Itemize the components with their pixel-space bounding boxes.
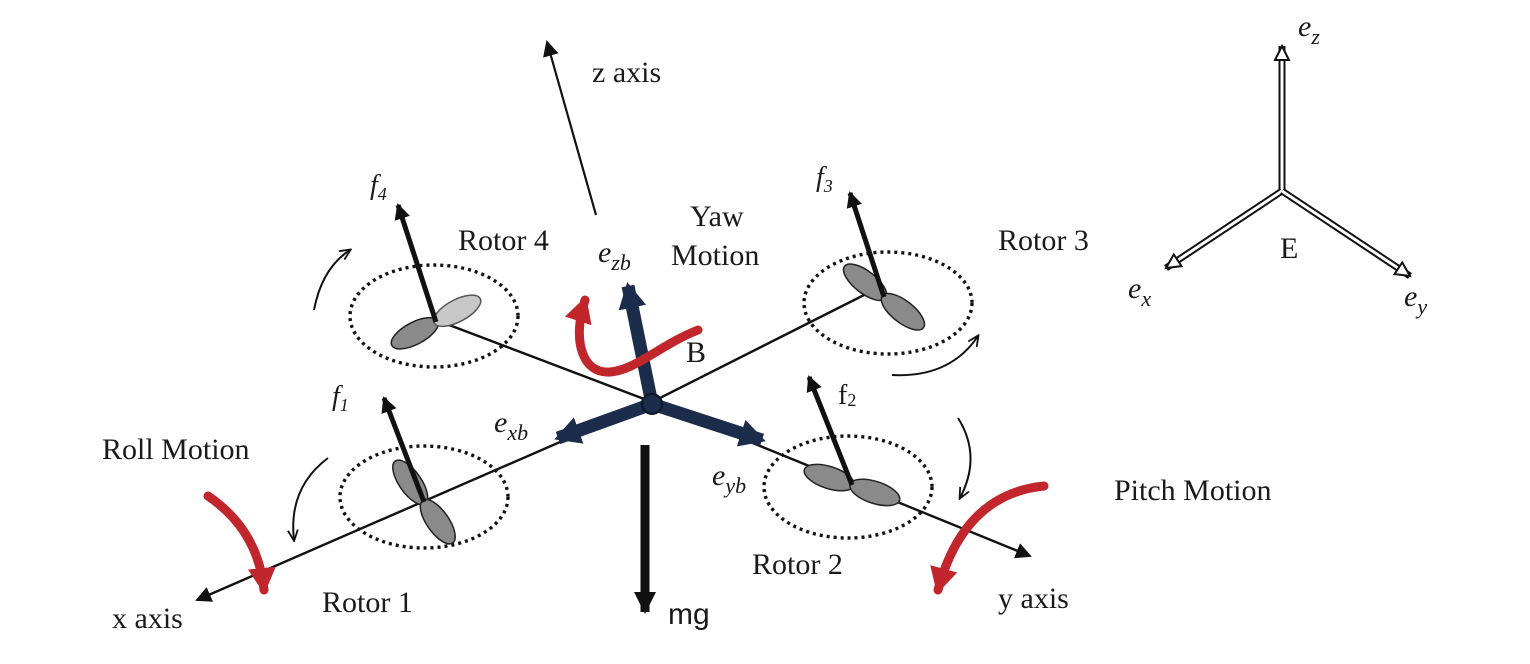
earth-axis-ez-label: ez — [1298, 10, 1320, 49]
body-axis-eyb-arrow — [649, 397, 766, 447]
force-f2-label: f2 — [838, 380, 856, 411]
x-axis-label: x axis — [112, 602, 183, 635]
y-axis-label: y axis — [998, 582, 1069, 615]
rotor-2-spin-arrow — [957, 417, 972, 498]
roll-motion-arrow — [203, 491, 276, 595]
pitch-motion-label: Pitch Motion — [1114, 474, 1272, 507]
rotor-2-propeller — [803, 463, 901, 507]
body-origin-label: B — [686, 336, 706, 369]
body-axis-ezb-arrow — [618, 282, 659, 406]
force-f1-arrow — [381, 396, 427, 503]
roll-motion-label: Roll Motion — [102, 433, 250, 466]
body-axis-ezb-label: ezb — [598, 236, 631, 275]
yaw-motion-label-line2: Motion — [671, 239, 759, 272]
force-f4-arrow — [394, 203, 439, 323]
rotor-1-spin-arrow — [293, 457, 329, 540]
rotor-3-label: Rotor 3 — [998, 224, 1089, 257]
force-f4-label: f4 — [370, 170, 387, 204]
rotor-4-propeller — [390, 294, 482, 350]
rotor-2-disc — [762, 434, 934, 540]
force-f2-arrow — [806, 375, 855, 486]
earth-axis-ey-label: ey — [1404, 280, 1427, 319]
frame-arm-rotor3 — [651, 290, 871, 404]
yaw-motion-label-line1: Yaw — [690, 200, 744, 233]
body-origin-b — [641, 393, 663, 415]
body-axis-eyb-label: eyb — [712, 459, 746, 498]
rotor-3-disc — [802, 250, 974, 356]
rotor-4-label: Rotor 4 — [458, 224, 549, 257]
frame-arm-rotor4 — [435, 318, 653, 404]
body-axis-exb-label: exb — [494, 406, 528, 445]
force-f1-label: f1 — [332, 381, 349, 415]
rotor-4-spin-arrow — [313, 250, 350, 311]
rotor-1-label: Rotor 1 — [322, 586, 413, 619]
pitch-motion-arrow — [930, 481, 1049, 595]
z-axis-line — [543, 40, 598, 216]
earth-axis-ex-label: ex — [1128, 272, 1151, 311]
z-axis-label: z axis — [592, 56, 661, 89]
yaw-motion-arrow — [564, 295, 703, 377]
body-axis-exb-arrow — [554, 397, 655, 445]
earth-origin-label: E — [1280, 232, 1298, 265]
force-f3-arrow — [846, 191, 887, 298]
rotor-3-propeller — [842, 263, 926, 331]
rotor-3-spin-arrow — [891, 336, 978, 377]
rotor-1-disc — [338, 444, 510, 550]
gravity-label: mg — [668, 598, 710, 631]
force-f3-label: f3 — [816, 162, 833, 196]
rotor-2-label: Rotor 2 — [752, 548, 843, 581]
rotor-4-disc — [348, 263, 520, 369]
earth-frame — [1164, 43, 1412, 279]
